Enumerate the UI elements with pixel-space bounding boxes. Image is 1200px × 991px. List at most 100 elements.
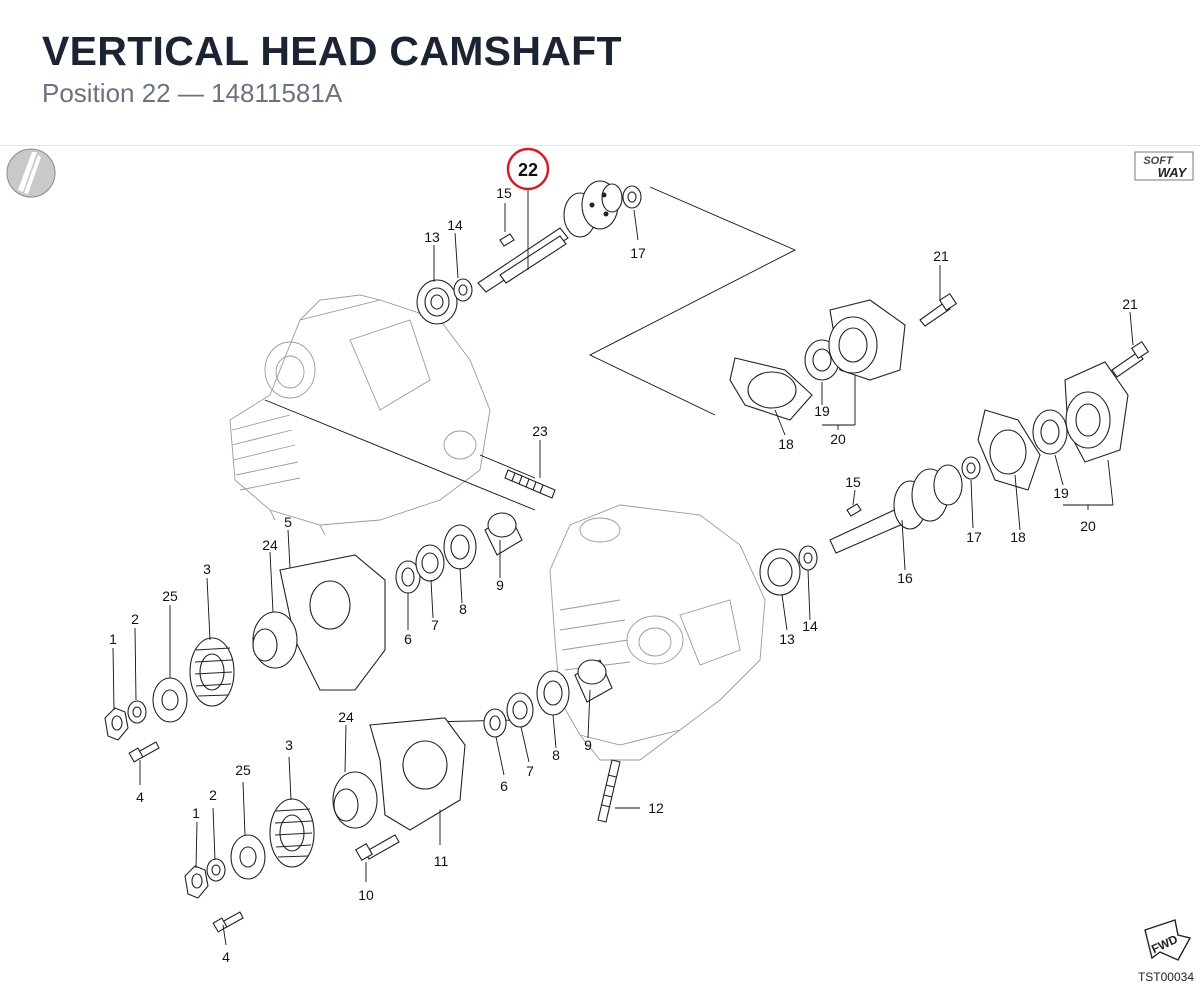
callout-25: 25 (162, 588, 178, 604)
callout-20: 20 (830, 431, 846, 447)
cover-20-upper (828, 299, 906, 381)
bearing-13-lower (759, 548, 801, 596)
callout-4: 4 (222, 949, 230, 965)
callout-9: 9 (584, 737, 592, 753)
callout-7: 7 (526, 763, 534, 779)
callout-2: 2 (209, 787, 217, 803)
callout-3: 3 (285, 737, 293, 753)
spacer-6-upper (395, 560, 421, 594)
washer-2-upper (127, 700, 147, 724)
cover-11 (369, 717, 466, 831)
callout-16: 16 (897, 570, 913, 586)
gear-3-lower (269, 798, 315, 868)
callout-7: 7 (431, 617, 439, 633)
screw-21-upper (919, 292, 958, 327)
page-subtitle: Position 22 — 14811581A (42, 78, 343, 108)
gear-3-upper (189, 637, 235, 707)
bushing-9-upper (484, 512, 523, 556)
washer-25-lower (230, 834, 266, 880)
stud-12 (597, 759, 621, 823)
vertical-camshaft-part-22 (477, 180, 623, 293)
callout-4: 4 (136, 789, 144, 805)
callout-14: 14 (447, 217, 463, 233)
gasket-18-lower (977, 409, 1041, 491)
washer-25-upper (152, 677, 188, 723)
callout-15: 15 (845, 474, 861, 490)
callout-14: 14 (802, 618, 818, 634)
callout-12: 12 (648, 800, 664, 816)
hub-24-lower (332, 771, 378, 829)
exploded-parts-diagram: SOFT WAY (6, 147, 1194, 984)
shim-14-lower (798, 545, 818, 571)
leader-lines (112, 190, 1134, 946)
brand-disc-icon (6, 148, 56, 198)
cylinder-head-horizontal-ghost (549, 504, 766, 761)
callout-17: 17 (630, 245, 646, 261)
page-header: VERTICAL HEAD CAMSHAFT Position 22 — 148… (0, 0, 1200, 146)
stud-23 (504, 469, 556, 499)
callout-10: 10 (358, 887, 374, 903)
shim-17-lower (961, 456, 981, 480)
callout-22: 22 (518, 160, 538, 180)
callout-8: 8 (552, 747, 560, 763)
callout-21: 21 (1122, 296, 1138, 312)
screw-21-lower (1111, 340, 1150, 378)
callout-20: 20 (1080, 518, 1096, 534)
logo-line1: SOFT (1143, 155, 1174, 167)
callout-1: 1 (192, 805, 200, 821)
gasket-18-upper (729, 357, 813, 421)
callout-15: 15 (496, 185, 512, 201)
washer-2-lower (206, 858, 226, 882)
callout-8: 8 (459, 601, 467, 617)
callout-6: 6 (404, 631, 412, 647)
logo-line2: WAY (1158, 165, 1188, 180)
spacer-7-lower (506, 692, 534, 728)
callout-23: 23 (532, 423, 548, 439)
shim-14-upper (453, 278, 473, 302)
shim-17-upper (622, 185, 642, 209)
callout-25: 25 (235, 762, 251, 778)
key-15-upper (499, 233, 515, 247)
callout-1: 1 (109, 631, 117, 647)
callout-11: 11 (434, 853, 449, 869)
bearing-8-upper (443, 524, 477, 570)
spacer-7-upper (415, 544, 445, 582)
nut-1-lower (184, 865, 209, 899)
screw-10 (355, 834, 400, 861)
callout-17: 17 (966, 529, 982, 545)
callout-19: 19 (814, 403, 830, 419)
horizontal-camshaft-part-16 (829, 464, 963, 554)
callout-6: 6 (500, 778, 508, 794)
callout-2: 2 (131, 611, 139, 627)
key-15-lower (846, 503, 862, 517)
spacer-6-lower (483, 708, 507, 738)
callout-3: 3 (203, 561, 211, 577)
bushing-9-lower (574, 659, 613, 703)
cover-5 (279, 554, 386, 691)
callout-18: 18 (1010, 529, 1026, 545)
screw-4-lower (212, 911, 244, 933)
callout-24: 24 (338, 709, 354, 725)
drawing-code: TST00034 (1138, 970, 1194, 984)
callout-21: 21 (933, 248, 949, 264)
callout-13: 13 (424, 229, 440, 245)
page-title: VERTICAL HEAD CAMSHAFT (42, 28, 622, 74)
hub-24-upper (252, 611, 298, 669)
highlight-circle (506, 147, 550, 191)
cover-20-lower (1064, 361, 1129, 463)
callout-9: 9 (496, 577, 504, 593)
callout-24: 24 (262, 537, 278, 553)
callout-18: 18 (778, 436, 794, 452)
cylinder-head-vertical-ghost (229, 294, 491, 536)
callout-13: 13 (779, 631, 795, 647)
screw-4-upper (128, 741, 160, 763)
callout-labels: 22 15 13 14 17 21 21 19 20 18 23 18 19 2… (109, 160, 1138, 965)
softway-logo: SOFT WAY (1134, 151, 1194, 181)
bearing-8-lower (536, 670, 570, 716)
bearing-19-lower (1032, 409, 1068, 455)
callout-5: 5 (284, 514, 292, 530)
nut-1-upper (104, 707, 129, 741)
callout-19: 19 (1053, 485, 1069, 501)
fwd-arrow-icon: FWD (1144, 919, 1192, 961)
bearing-13-upper (416, 279, 458, 325)
